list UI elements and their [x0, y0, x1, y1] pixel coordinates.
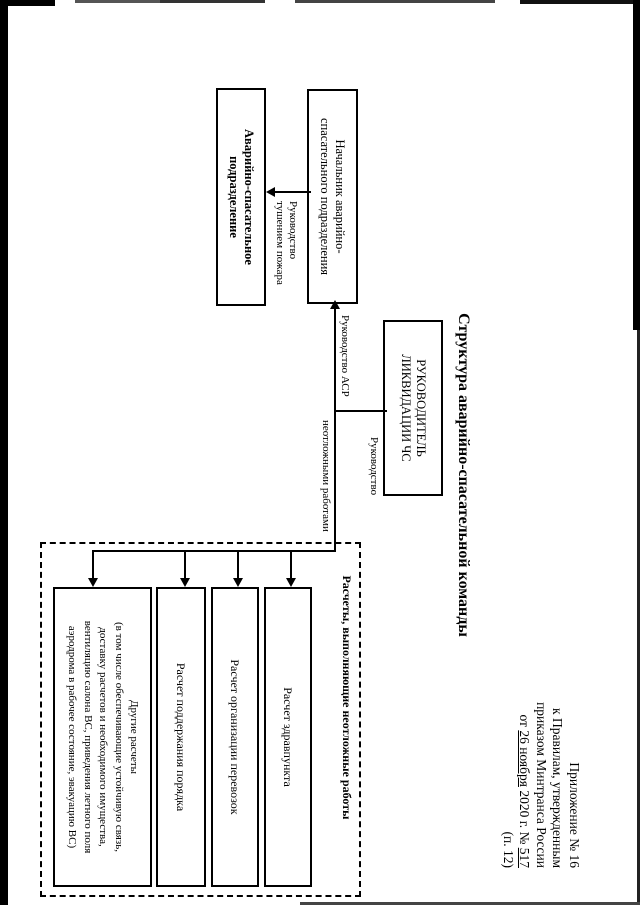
- chief-box-line: Начальник аварийно-: [333, 139, 348, 254]
- connector-leader-drop: [334, 410, 387, 412]
- header-line: Приложение № 16: [567, 762, 582, 868]
- scan-edge-top: [160, 0, 265, 3]
- arrowhead-down-icon: [266, 187, 275, 197]
- edge-label-fire-line1: Руководство: [287, 201, 299, 260]
- health-unit-label: Расчет здравпункта: [281, 687, 296, 787]
- other-units-line: (в том числе обеспечивающие устойчивую с…: [112, 622, 125, 852]
- appendix-header: Приложение № 16 к Правилам, утвержденным…: [500, 702, 582, 868]
- other-units-line: Другие расчеты: [128, 699, 141, 775]
- chief-box: Начальник аварийно- спасательного подраз…: [307, 89, 358, 304]
- scan-edge-top: [520, 0, 640, 4]
- leader-box: РУКОВОДИТЕЛЬ ЛИКВИДАЦИИ ЧС: [383, 320, 443, 496]
- connector-branch-line: [92, 551, 94, 579]
- other-units-box: Другие расчеты (в том числе обеспечивающ…: [53, 587, 152, 887]
- edge-label-urgent-line1: Руководство: [368, 437, 380, 496]
- scan-edge-right: [633, 0, 640, 330]
- health-unit-box: Расчет здравпункта: [264, 587, 312, 887]
- scan-edge-left: [0, 0, 8, 905]
- rescue-unit-line: Аварийно-спасательное: [242, 129, 256, 265]
- transport-unit-label: Расчет организации перевозок: [228, 659, 243, 815]
- transport-unit-box: Расчет организации перевозок: [211, 587, 259, 887]
- arrowhead-right-icon: [88, 578, 98, 587]
- order-unit-label: Расчет поддержания порядка: [174, 662, 189, 812]
- header-line-order: от 26 ноября 2020 г. № 517: [517, 714, 533, 868]
- arrowhead-right-icon: [233, 578, 243, 587]
- order-number-underlined: 517: [517, 847, 533, 868]
- arrowhead-right-icon: [286, 578, 296, 587]
- scan-edge-right: [637, 330, 640, 905]
- rescue-unit-box: Аварийно-спасательное подразделение: [216, 88, 266, 306]
- scan-edge-top: [0, 0, 55, 6]
- arrowhead-right-icon: [180, 578, 190, 587]
- scan-edge-top: [295, 0, 495, 3]
- group-label: Расчеты, выполняющие неотложные работы: [340, 575, 354, 820]
- connector-bus-line: [92, 550, 336, 552]
- connector-branch-line: [290, 551, 292, 579]
- order-date-underlined: 26 ноября: [517, 730, 533, 787]
- chief-box-line: спасательного подразделения: [318, 117, 333, 276]
- connector-branch-line: [237, 551, 239, 579]
- edge-label-fire-line2: тушением пожара: [274, 201, 286, 285]
- edge-label-asr: Руководство АСР: [339, 315, 351, 397]
- other-units-line: аэродрома в рабочее состояние, эвакуацию…: [66, 625, 79, 849]
- header-line: приказом Минтранса России: [534, 702, 549, 868]
- header-line: (п. 12): [501, 831, 516, 868]
- edge-label-urgent-line2: неотложными работами: [320, 420, 332, 532]
- rescue-unit-line: подразделение: [227, 156, 241, 238]
- arrowhead-left-icon: [330, 300, 340, 309]
- order-unit-box: Расчет поддержания порядка: [156, 587, 206, 887]
- other-units-line: доставку расчетов и необходимого имущест…: [97, 627, 110, 847]
- connector-branch-line: [184, 551, 186, 579]
- diagram-title: Структура аварийно-спасательной команды: [455, 313, 472, 637]
- connector-feed-line: [334, 307, 336, 551]
- connector-fire-line: [274, 191, 311, 193]
- scan-edge-top: [75, 0, 160, 3]
- other-units-line: вентиляцию салона ВС, приведения летного…: [81, 620, 94, 854]
- leader-box-line: ЛИКВИДАЦИИ ЧС: [399, 354, 413, 462]
- header-line: к Правилам, утвержденным: [550, 708, 566, 868]
- leader-box-line: РУКОВОДИТЕЛЬ: [414, 359, 428, 457]
- scan-edge-bottom: [300, 902, 640, 905]
